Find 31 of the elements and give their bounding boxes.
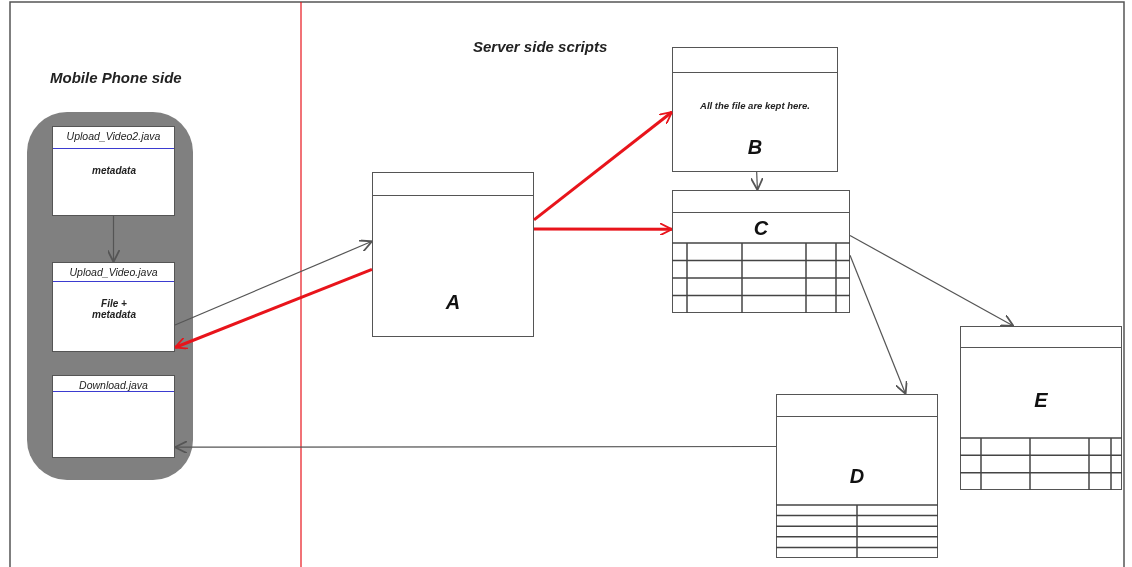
class-box	[672, 47, 838, 172]
arrow	[174, 267, 373, 350]
class-box	[52, 126, 175, 216]
arrow	[750, 171, 764, 191]
class-box	[672, 190, 850, 313]
body-text: File + metadata	[91, 298, 137, 320]
rounded-panel	[27, 112, 193, 480]
body-text: metadata	[91, 165, 137, 176]
box-letter: D	[848, 465, 866, 488]
box-letter: A	[444, 291, 462, 314]
note-text: All the file are kept here.	[699, 100, 811, 111]
arrow	[849, 254, 908, 395]
arrow	[106, 215, 121, 263]
box-letter: C	[752, 217, 770, 240]
box-letter: E	[1033, 389, 1049, 412]
box-letter: B	[746, 136, 764, 159]
class-box	[960, 326, 1122, 490]
section-heading: Server side scripts	[473, 38, 608, 55]
class-box	[372, 172, 534, 337]
section-heading: Mobile Phone side	[50, 69, 182, 86]
class-box	[52, 375, 175, 458]
file-name: Upload_Video2.java	[65, 130, 162, 142]
file-name: Download.java	[78, 379, 149, 391]
arrow	[174, 239, 373, 326]
class-box	[52, 262, 175, 352]
arrow	[534, 222, 673, 237]
class-box	[776, 394, 938, 558]
arrow	[174, 440, 777, 455]
arrow	[533, 110, 673, 222]
arrow	[849, 234, 1015, 327]
file-name: Upload_Video.java	[68, 266, 159, 278]
